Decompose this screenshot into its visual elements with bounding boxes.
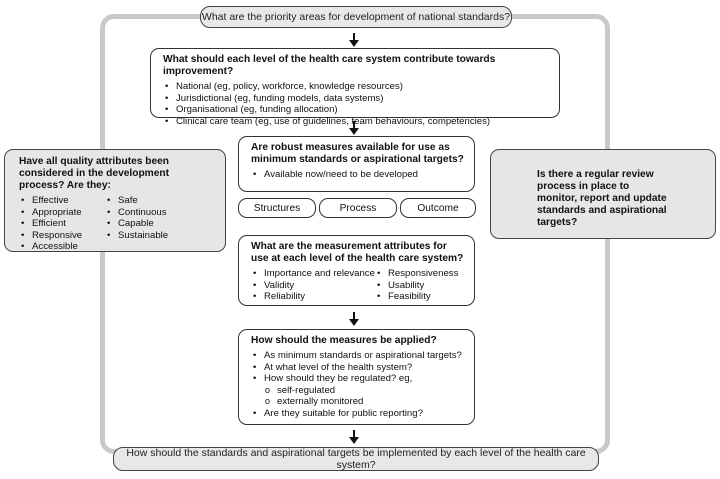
list-item: Organisational (eg, funding allocation) — [163, 104, 549, 116]
list-item: How should they be regulated? eg, — [251, 373, 464, 385]
quality-attributes-box: Have all quality attributes been conside… — [4, 149, 226, 253]
robust-measures-box: Are robust measures available for use as… — [238, 136, 475, 192]
tab-outcome: Outcome — [400, 198, 476, 218]
arrow-down-icon — [349, 312, 359, 326]
measures-applied-question: How should the measures be applied? — [251, 335, 437, 346]
list-item: Continuous — [105, 207, 168, 219]
measurement-attributes-box: What are the measurement attributes for … — [238, 235, 475, 306]
list-item: Jurisdictional (eg, funding models, data… — [163, 93, 549, 105]
implementation-question: How should the standards and aspirationa… — [113, 447, 599, 471]
list-item: Clinical care team (eg, use of guideline… — [163, 116, 549, 128]
list-item: Validity — [251, 280, 375, 292]
sub-list-item: externally monitored — [251, 396, 464, 408]
list-item: Efficient — [19, 218, 105, 230]
measurement-attributes-question: What are the measurement attributes for … — [251, 241, 464, 264]
sub-list-item: self-regulated — [251, 385, 464, 397]
tab-label: Process — [339, 202, 377, 214]
tab-label: Structures — [253, 202, 301, 214]
arrow-down-icon — [349, 121, 359, 135]
list-item: Accessible — [19, 241, 105, 253]
review-process-question: Is there a regular review process in pla… — [537, 169, 667, 228]
arrow-down-icon — [349, 33, 359, 47]
tab-label: Outcome — [417, 202, 459, 214]
list-item: Responsiveness — [375, 268, 458, 280]
tab-process: Process — [319, 198, 397, 218]
list-item: Available now/need to be developed — [251, 169, 464, 181]
level-contribution-question: What should each level of the health car… — [163, 54, 496, 77]
list-item: Effective — [19, 195, 105, 207]
list-item: Sustainable — [105, 230, 168, 242]
level-contribution-box: What should each level of the health car… — [150, 48, 560, 127]
priority-areas-text: What are the priority areas for developm… — [201, 11, 511, 23]
list-item: Capable — [105, 218, 168, 230]
list-item: Importance and relevance — [251, 268, 375, 280]
list-item: At what level of the health system? — [251, 362, 464, 374]
robust-measures-question: Are robust measures available for use as… — [251, 142, 464, 165]
list-item: Safe — [105, 195, 168, 207]
arrow-down-icon — [349, 430, 359, 444]
list-item: Are they suitable for public reporting? — [251, 408, 464, 420]
tab-structures: Structures — [238, 198, 316, 218]
quality-attributes-question: Have all quality attributes been conside… — [19, 156, 170, 191]
list-item: As minimum standards or aspirational tar… — [251, 350, 464, 362]
list-item: Responsive — [19, 230, 105, 242]
priority-areas-question: What are the priority areas for developm… — [200, 6, 512, 28]
review-process-box: Is there a regular review process in pla… — [490, 149, 716, 239]
list-item: National (eg, policy, workforce, knowled… — [163, 81, 549, 93]
measures-applied-box: How should the measures be applied? As m… — [238, 329, 475, 425]
implementation-text: How should the standards and aspirationa… — [126, 447, 586, 471]
list-item: Usability — [375, 280, 458, 292]
list-item: Feasibility — [375, 291, 458, 303]
list-item: Appropriate — [19, 207, 105, 219]
list-item: Reliability — [251, 291, 375, 303]
